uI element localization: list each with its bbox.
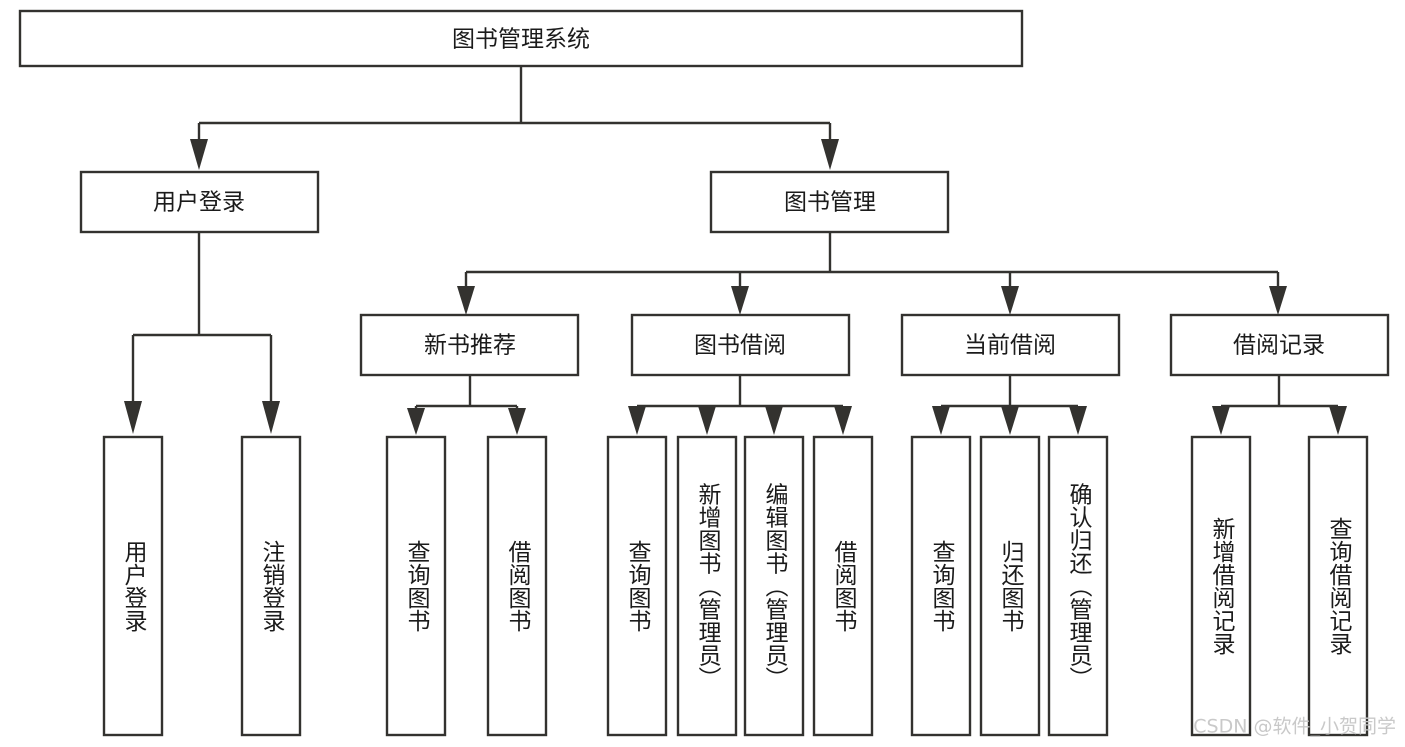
arrow-bookborrow-leaf-4 — [834, 406, 852, 435]
arrow-to-book-borrow — [731, 286, 749, 315]
node-new-book-recommend[interactable]: 新书推荐 — [359, 313, 580, 377]
arrow-currentborrow-leaf-2 — [1001, 406, 1019, 435]
leaf-borrow-record-query-label: 查询借阅记录 — [1325, 517, 1353, 655]
node-book-borrow-label: 图书借阅 — [694, 333, 786, 359]
node-current-borrow-box[interactable] — [900, 313, 1121, 377]
leaf-user-login-logout-label: 注销登录 — [258, 540, 286, 632]
leaf-user-login-login-box[interactable] — [102, 435, 164, 737]
leaf-new-book-query-label: 查询图书 — [403, 540, 431, 632]
leaf-user-login-logout[interactable]: 注销登录 — [240, 435, 302, 737]
node-new-book-recommend-label: 新书推荐 — [424, 333, 516, 359]
arrow-to-book-manage — [821, 139, 839, 170]
leaf-book-borrow-add-box[interactable] — [676, 435, 738, 737]
arrow-borrowrecord-leaf-1 — [1212, 406, 1230, 435]
leaf-book-borrow-add-label: 新增图书（管理员） — [694, 483, 722, 690]
node-book-manage-label: 图书管理 — [784, 190, 876, 216]
node-root-system-box[interactable] — [18, 9, 1024, 68]
node-new-book-recommend-box[interactable] — [359, 313, 580, 377]
arrow-borrowrecord-leaf-2 — [1329, 406, 1347, 435]
leaf-borrow-record-add[interactable]: 新增借阅记录 — [1190, 435, 1252, 737]
leaf-user-login-login-label: 用户登录 — [120, 540, 148, 632]
node-root-system-label: 图书管理系统 — [452, 27, 590, 53]
leaf-new-book-query[interactable]: 查询图书 — [385, 435, 447, 737]
leaf-book-borrow-borrow-box[interactable] — [812, 435, 874, 737]
leaf-book-borrow-borrow[interactable]: 借阅图书 — [812, 435, 874, 737]
leaf-current-borrow-query[interactable]: 查询图书 — [910, 435, 972, 737]
node-book-borrow[interactable]: 图书借阅 — [630, 313, 851, 377]
node-book-manage[interactable]: 图书管理 — [709, 170, 950, 234]
node-user-login-label: 用户登录 — [153, 190, 245, 216]
arrow-to-current-borrow — [1001, 286, 1019, 315]
leaf-borrow-record-add-label: 新增借阅记录 — [1208, 517, 1236, 655]
leaf-borrow-record-add-box[interactable] — [1190, 435, 1252, 737]
leaf-new-book-borrow-label: 借阅图书 — [504, 540, 532, 632]
arrow-newbook-leaf-1 — [407, 408, 425, 435]
node-root-system[interactable]: 图书管理系统 — [18, 9, 1024, 68]
leaf-book-borrow-edit-box[interactable] — [743, 435, 805, 737]
csdn-watermark: CSDN @软件_小贺同学 — [1193, 716, 1396, 738]
leaf-book-borrow-query-label: 查询图书 — [624, 540, 652, 632]
leaf-book-borrow-edit[interactable]: 编辑图书（管理员） — [743, 435, 805, 737]
leaf-current-borrow-query-label: 查询图书 — [928, 540, 956, 632]
arrow-newbook-leaf-2 — [508, 408, 526, 435]
leaf-book-borrow-edit-label: 编辑图书（管理员） — [761, 483, 789, 690]
leaf-current-borrow-confirm-box[interactable] — [1047, 435, 1109, 737]
node-current-borrow[interactable]: 当前借阅 — [900, 313, 1121, 377]
leaf-current-borrow-query-box[interactable] — [910, 435, 972, 737]
node-book-manage-box[interactable] — [709, 170, 950, 234]
leaf-user-login-logout-box[interactable] — [240, 435, 302, 737]
leaf-book-borrow-add[interactable]: 新增图书（管理员） — [676, 435, 738, 737]
node-user-login[interactable]: 用户登录 — [79, 170, 320, 234]
arrow-userlogin-leaf-1 — [124, 401, 142, 434]
node-user-login-box[interactable] — [79, 170, 320, 234]
leaf-book-borrow-query-box[interactable] — [606, 435, 668, 737]
node-book-borrow-box[interactable] — [630, 313, 851, 377]
leaf-current-borrow-confirm-label: 确认归还（管理员） — [1065, 483, 1093, 690]
leaf-current-borrow-return-label: 归还图书 — [997, 540, 1025, 632]
arrow-currentborrow-leaf-1 — [932, 406, 950, 435]
leaf-new-book-borrow-box[interactable] — [486, 435, 548, 737]
leaf-new-book-query-box[interactable] — [385, 435, 447, 737]
node-borrow-record[interactable]: 借阅记录 — [1169, 313, 1390, 377]
arrow-to-user-login — [190, 139, 208, 170]
leaf-borrow-record-query-box[interactable] — [1307, 435, 1369, 737]
arrow-currentborrow-leaf-3 — [1069, 406, 1087, 435]
leaf-user-login-login[interactable]: 用户登录 — [102, 435, 164, 737]
leaf-book-borrow-borrow-label: 借阅图书 — [830, 540, 858, 632]
leaf-current-borrow-confirm[interactable]: 确认归还（管理员） — [1047, 435, 1109, 737]
arrow-to-borrow-record — [1269, 286, 1287, 315]
node-borrow-record-label: 借阅记录 — [1233, 333, 1325, 359]
leaf-borrow-record-query[interactable]: 查询借阅记录 — [1307, 435, 1369, 737]
leaf-new-book-borrow[interactable]: 借阅图书 — [486, 435, 548, 737]
arrow-userlogin-leaf-2 — [262, 401, 280, 434]
connector-layer — [124, 66, 1347, 435]
leaf-current-borrow-return-box[interactable] — [979, 435, 1041, 737]
arrow-to-new-book — [457, 286, 475, 315]
arrow-bookborrow-leaf-2 — [698, 406, 716, 435]
arrow-bookborrow-leaf-3 — [765, 406, 783, 435]
node-current-borrow-label: 当前借阅 — [964, 333, 1056, 359]
leaf-current-borrow-return[interactable]: 归还图书 — [979, 435, 1041, 737]
node-borrow-record-box[interactable] — [1169, 313, 1390, 377]
leaf-book-borrow-query[interactable]: 查询图书 — [606, 435, 668, 737]
arrow-bookborrow-leaf-1 — [628, 406, 646, 435]
